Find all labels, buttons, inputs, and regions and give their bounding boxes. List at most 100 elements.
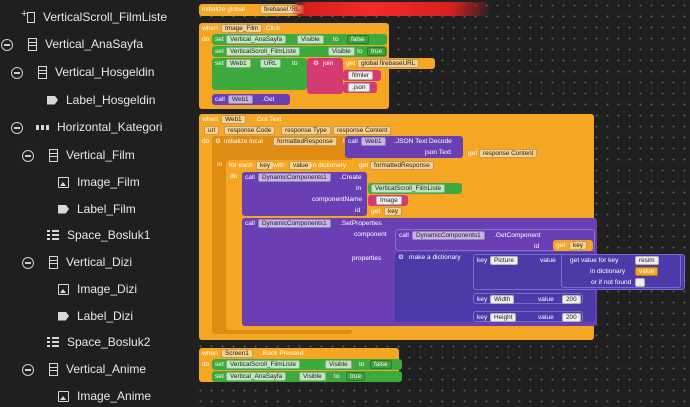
component-dropdown[interactable]: Web1 (226, 59, 251, 68)
component-dropdown[interactable]: Image_Film (221, 24, 263, 33)
image-icon (58, 283, 69, 295)
tree-item-vertical-hosgeldin[interactable]: Vertical_Hosgeldin (36, 59, 154, 85)
pair-width[interactable]: key Width value 200 (473, 293, 583, 304)
collapse-toggle-icon[interactable] (1, 39, 13, 51)
get-key[interactable]: get key (553, 240, 593, 251)
component-dropdown[interactable]: VerticalScroll_FilmListe (226, 47, 301, 56)
get-value-for-key-block[interactable]: get value for key resim in dictionary va… (561, 254, 681, 288)
property-dropdown[interactable]: Visible (328, 47, 355, 56)
component-dropdown[interactable]: DynamicComponents1 (258, 219, 331, 228)
tree-item-image-dizi[interactable]: Image_Dizi (58, 276, 137, 302)
loop-var-field[interactable]: value (289, 161, 313, 170)
block-text: json Text (425, 149, 451, 156)
component-verticalscroll[interactable]: VerticalScroll_FilmListe (368, 183, 462, 194)
blocks-workspace[interactable]: initialize global firebaseURL to when Im… (195, 0, 690, 407)
block-text: to (288, 6, 294, 15)
tree-item-label-film[interactable]: Label_Film (58, 196, 136, 222)
tree-item-vertical-anime[interactable]: Vertical_Anime (47, 356, 146, 382)
tree-item-image-film[interactable]: Image_Film (58, 169, 140, 195)
event-param[interactable]: url (204, 126, 220, 135)
set-vertical-anasayfa-visible[interactable]: set Vertical_AnaSayfa Visible to false (212, 34, 387, 45)
text-image[interactable]: Image (368, 195, 408, 206)
property-dropdown[interactable]: URL (260, 59, 281, 68)
call-web1-get[interactable]: call Web1 .Get (212, 94, 290, 105)
set-verticalscroll-visible[interactable]: set VerticalScroll_FilmListe Visible to … (212, 359, 402, 370)
variable-dropdown[interactable]: value (635, 267, 659, 276)
event-param[interactable]: response Type (281, 126, 331, 135)
text-field[interactable]: filmler (348, 71, 374, 80)
component-dropdown[interactable]: DynamicComponents1 (258, 173, 331, 182)
text-json[interactable]: .json (343, 82, 377, 93)
pair-height[interactable]: key Height value 200 (473, 311, 583, 322)
tree-item-image-anime[interactable]: Image_Anime (58, 383, 151, 407)
component-dropdown[interactable]: VerticalScroll_FilmListe (371, 184, 446, 193)
text-filmler[interactable]: filmler (343, 70, 381, 81)
collapse-toggle-icon[interactable] (11, 122, 23, 134)
variable-dropdown[interactable]: global firebaseURL (357, 59, 420, 68)
tree-item-vertical-anasayfa[interactable]: Vertical_AnaSayfa (26, 31, 143, 57)
collapse-toggle-icon[interactable] (11, 67, 23, 79)
call-dynamic-create[interactable]: call DynamicComponents1 .Create in compo… (242, 172, 367, 216)
number-field[interactable]: 200 (562, 313, 581, 322)
collapse-toggle-icon[interactable] (22, 364, 34, 376)
empty-text-field[interactable] (635, 278, 645, 287)
component-dropdown[interactable]: VerticalScroll_FilmListe (226, 360, 301, 369)
text-field[interactable]: resim (635, 256, 659, 265)
component-dropdown[interactable]: Web1 (228, 95, 253, 104)
tree-item-vertical-film[interactable]: Vertical_Film (47, 142, 135, 168)
set-verticalscroll-visible[interactable]: set VerticalScroll_FilmListe Visible to … (212, 46, 387, 57)
loop-var-field[interactable]: key (256, 161, 274, 170)
get-global-firebaseurl[interactable]: get global firebaseURL (343, 58, 435, 69)
text-field[interactable]: Image (376, 196, 402, 205)
get-response-content[interactable]: get response Content (465, 148, 551, 159)
component-dropdown[interactable]: DynamicComponents1 (412, 231, 485, 240)
tree-item-space-bosluk1[interactable]: Space_Bosluk1 (47, 222, 150, 248)
tree-item-space-bosluk2[interactable]: Space_Bosluk2 (47, 329, 150, 355)
get-formatted-response[interactable]: get formattedResponse (356, 160, 440, 171)
get-key[interactable]: get key (368, 206, 414, 217)
component-dropdown[interactable]: Web1 (221, 115, 246, 124)
variable-dropdown[interactable]: key (384, 207, 402, 216)
event-param[interactable]: response Code (224, 126, 276, 135)
component-dropdown[interactable]: Vertical_AnaSayfa (226, 372, 287, 381)
set-web1-url[interactable]: set Web1 URL to (212, 58, 307, 90)
tree-item-label-dizi[interactable]: Label_Dizi (58, 303, 133, 329)
block-text: call (399, 232, 409, 239)
call-dynamic-getcomponent[interactable]: call DynamicComponents1 .GetComponent id (395, 229, 595, 251)
text-field[interactable]: Width (490, 295, 515, 304)
gear-icon[interactable]: ⚙ (398, 254, 404, 261)
component-dropdown[interactable]: Vertical_AnaSayfa (226, 35, 287, 44)
boolean-dropdown[interactable]: true (367, 47, 387, 56)
block-text: set (215, 48, 224, 55)
set-vertical-anasayfa-visible[interactable]: set Vertical_AnaSayfa Visible to true (212, 371, 402, 382)
tree-item-label-hosgeldin[interactable]: Label_Hosgeldin (47, 87, 155, 113)
property-dropdown[interactable]: Visible (299, 372, 326, 381)
boolean-dropdown[interactable]: false (370, 360, 392, 369)
event-param[interactable]: response Content (333, 126, 392, 135)
variable-dropdown[interactable]: key (569, 241, 587, 250)
tree-item-verticalscroll-filmliste[interactable]: VerticalScroll_FilmListe (21, 4, 167, 30)
initialize-global-block[interactable]: initialize global firebaseURL (199, 4, 304, 16)
call-web1-json-decode[interactable]: call Web1 .JSON Text Decode json Text (345, 136, 463, 158)
text-field[interactable]: Height (490, 313, 517, 322)
local-name-field[interactable]: formattedResponse (273, 137, 337, 146)
boolean-dropdown[interactable]: true (346, 372, 366, 381)
tree-item-vertical-dizi[interactable]: Vertical_Dizi (47, 249, 132, 275)
boolean-dropdown[interactable]: false (347, 35, 369, 44)
number-field[interactable]: 200 (562, 295, 581, 304)
gear-icon[interactable]: ⚙ (215, 138, 221, 145)
property-dropdown[interactable]: Visible (325, 360, 352, 369)
variable-dropdown[interactable]: response Content (479, 149, 538, 158)
variable-dropdown[interactable]: formattedResponse (370, 161, 434, 170)
property-dropdown[interactable]: Visible (297, 35, 324, 44)
gear-icon[interactable]: ⚙ (313, 60, 319, 67)
image-icon (58, 176, 69, 188)
text-field[interactable]: Picture (490, 256, 518, 265)
tree-item-horizontal-kategori[interactable]: Horizontal_Kategori (36, 114, 162, 140)
component-dropdown[interactable]: Web1 (361, 137, 386, 146)
text-field[interactable]: .json (348, 83, 370, 92)
join-block[interactable]: ⚙ join (307, 58, 343, 94)
collapse-toggle-icon[interactable] (22, 257, 34, 269)
component-dropdown[interactable]: Screen1 (221, 349, 253, 358)
collapse-toggle-icon[interactable] (22, 150, 34, 162)
